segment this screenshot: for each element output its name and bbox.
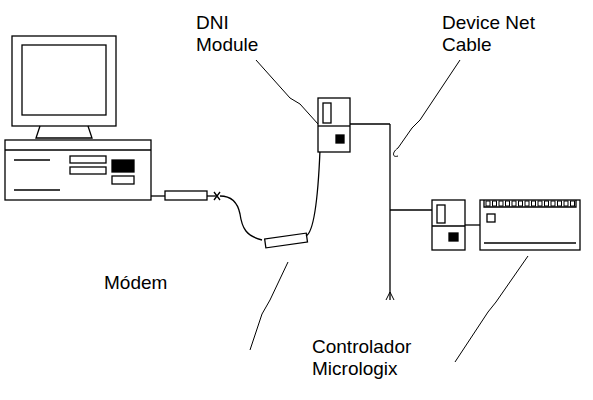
cable-label: Device Net Cable xyxy=(442,12,550,56)
terminal-row xyxy=(486,201,575,206)
modem-label: Módem xyxy=(104,272,194,294)
dni-module-symbol xyxy=(318,98,350,152)
computer-symbol xyxy=(5,36,151,200)
serial-cable xyxy=(151,150,320,248)
micrologix-controller-symbol xyxy=(480,200,580,250)
controller-label: Controlador Micrologix xyxy=(312,336,432,380)
module-label: DNI Module xyxy=(196,12,276,56)
dni-module-symbol xyxy=(432,200,480,250)
leader-line xyxy=(250,60,528,362)
devicenet-cable xyxy=(350,124,432,300)
